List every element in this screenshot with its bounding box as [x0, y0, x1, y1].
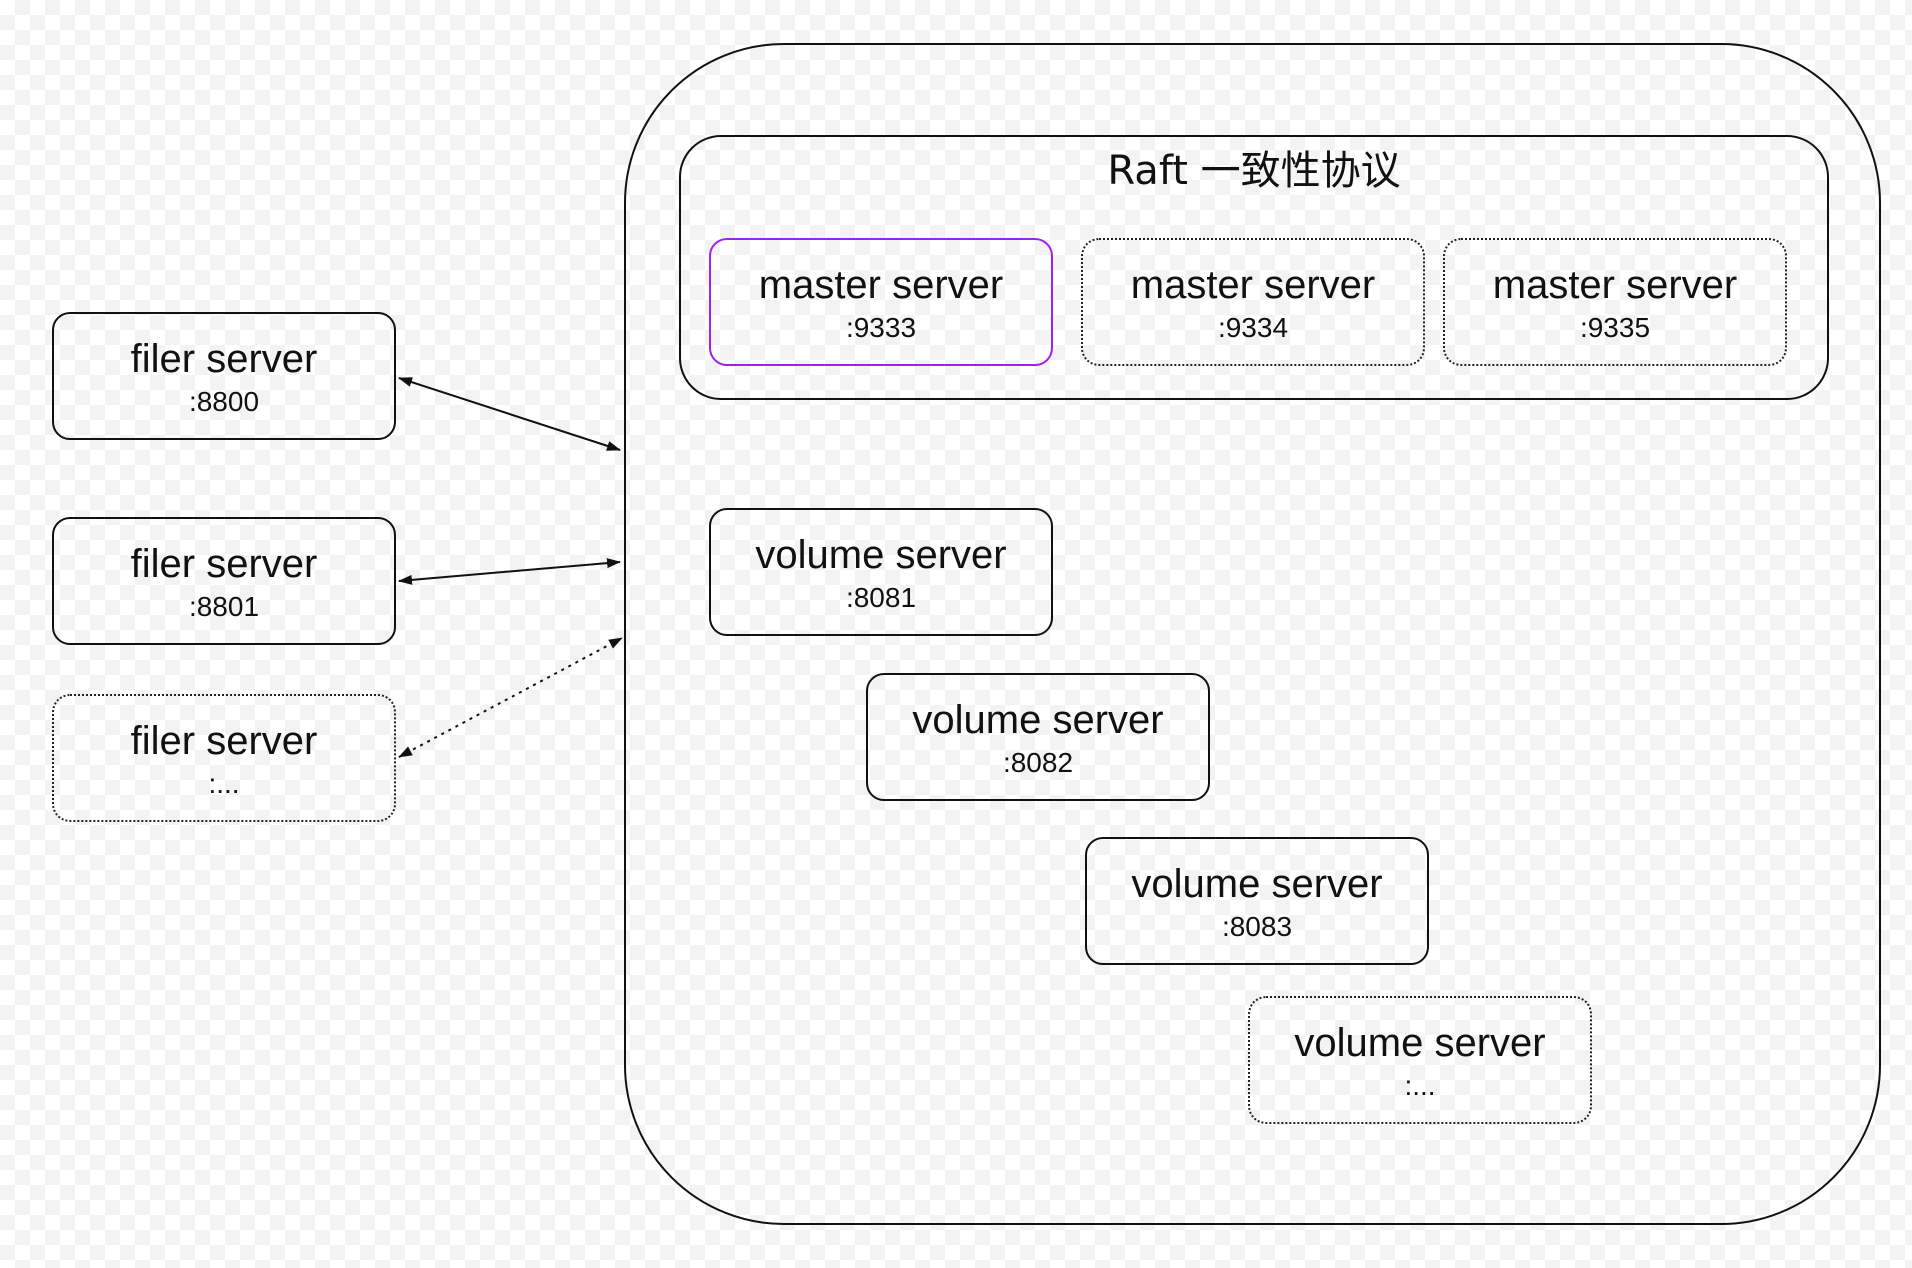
- filer-server-node[interactable]: filer server :...: [52, 694, 396, 822]
- node-port: :8801: [188, 591, 260, 622]
- filer-8800-connector: [398, 377, 621, 451]
- volume-server-node[interactable]: volume server :8083: [1085, 837, 1429, 965]
- volume-server-node[interactable]: volume server :...: [1248, 996, 1592, 1124]
- node-name: volume server: [1294, 1021, 1546, 1065]
- node-port: :...: [1404, 1070, 1436, 1101]
- node-name: volume server: [912, 698, 1164, 742]
- volume-server-node[interactable]: volume server :8081: [709, 508, 1053, 636]
- node-name: filer server: [130, 337, 318, 381]
- node-port: :8082: [1002, 747, 1074, 778]
- filer-8801-connector: [398, 558, 621, 585]
- node-port: :8800: [188, 386, 260, 417]
- node-port: :8081: [845, 582, 917, 613]
- filer-more-connector: [398, 637, 623, 758]
- node-name: volume server: [755, 533, 1007, 577]
- node-name: filer server: [130, 542, 318, 586]
- node-port: :...: [208, 768, 240, 799]
- master-server-node[interactable]: master server :9335: [1443, 238, 1787, 366]
- node-port: :8083: [1221, 911, 1293, 942]
- master-server-node[interactable]: master server :9334: [1081, 238, 1425, 366]
- node-name: filer server: [130, 719, 318, 763]
- node-name: master server: [1130, 263, 1376, 307]
- node-port: :9334: [1217, 312, 1289, 343]
- node-name: volume server: [1131, 862, 1383, 906]
- filer-server-node[interactable]: filer server :8801: [52, 517, 396, 645]
- volume-server-node[interactable]: volume server :8082: [866, 673, 1210, 801]
- node-name: master server: [1492, 263, 1738, 307]
- node-name: master server: [758, 263, 1004, 307]
- node-port: :9333: [845, 312, 917, 343]
- filer-server-node[interactable]: filer server :8800: [52, 312, 396, 440]
- cluster-container: [624, 43, 1881, 1225]
- node-port: :9335: [1579, 312, 1651, 343]
- raft-title: Raft 一致性协议: [1107, 148, 1401, 194]
- raft-group: Raft 一致性协议: [679, 135, 1829, 400]
- master-server-node[interactable]: master server :9333: [709, 238, 1053, 366]
